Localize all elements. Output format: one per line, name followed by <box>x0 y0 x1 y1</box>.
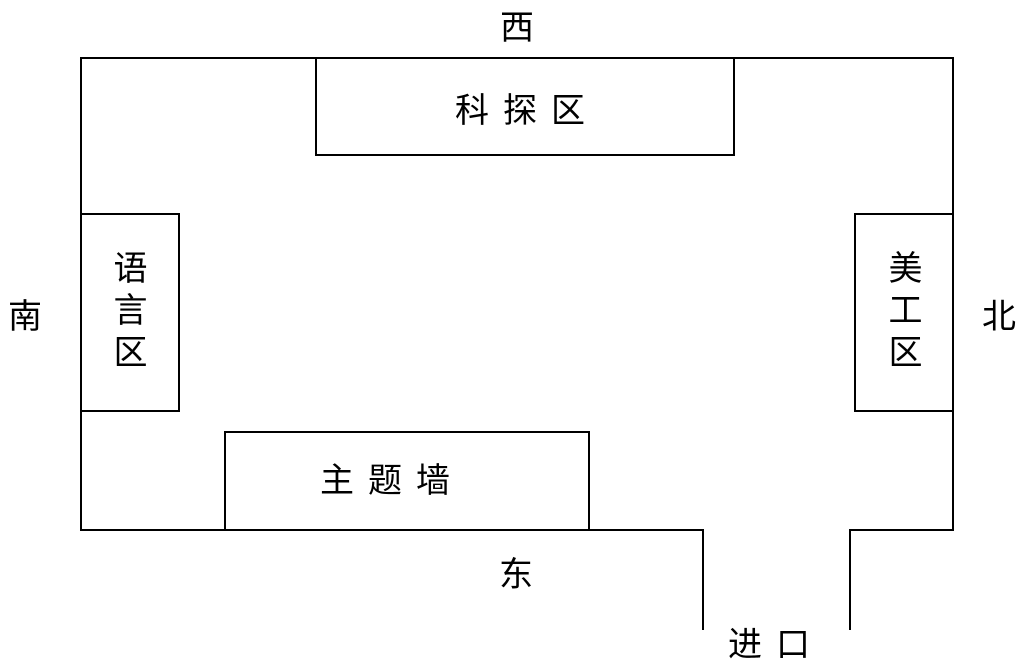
theme-wall-box <box>224 431 590 531</box>
direction-west-label: 西 <box>500 8 534 48</box>
science-zone-box <box>315 57 735 156</box>
language-zone-box <box>80 213 180 412</box>
entrance-label: 进口 <box>728 625 824 665</box>
direction-south-label: 南 <box>8 297 42 337</box>
direction-north-label: 北 <box>982 297 1016 337</box>
art-zone-box <box>854 213 954 412</box>
direction-east-label: 东 <box>499 555 533 595</box>
art-zone-label: 美工区 <box>882 250 922 376</box>
theme-wall-label: 主题墙 <box>320 461 464 501</box>
science-zone-label: 科探区 <box>455 91 599 131</box>
language-zone-label: 语言区 <box>107 250 147 376</box>
room-outer-wall <box>80 57 954 630</box>
